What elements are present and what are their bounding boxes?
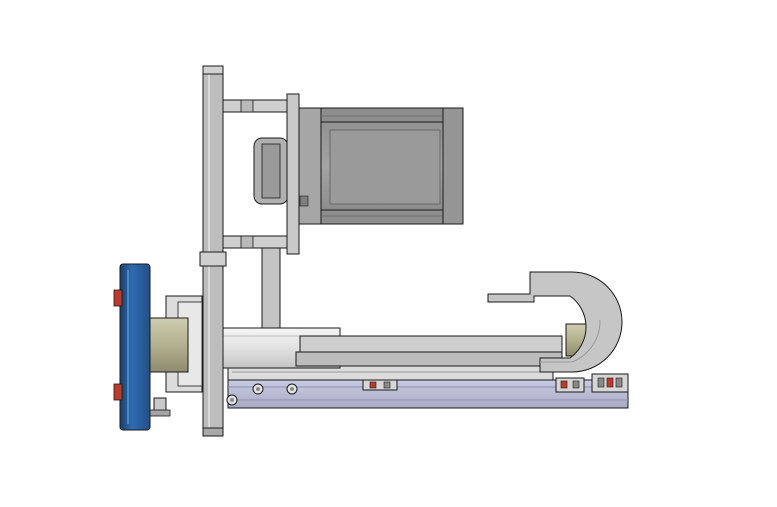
handwheel — [113, 263, 151, 431]
stepper-motor — [298, 107, 464, 225]
linear-slide-tube — [221, 327, 563, 369]
rail-clamp — [591, 373, 629, 393]
motor-standoffs — [222, 99, 288, 329]
rail-clamp — [555, 377, 585, 393]
mounting-screws — [226, 383, 298, 406]
vertical-mounting-plate — [199, 65, 227, 437]
rail-clamp — [362, 379, 398, 391]
cable-chain — [487, 271, 623, 373]
shaft-bushing — [147, 295, 203, 417]
rail-clamps — [362, 373, 629, 393]
drive-pulley — [253, 93, 300, 255]
